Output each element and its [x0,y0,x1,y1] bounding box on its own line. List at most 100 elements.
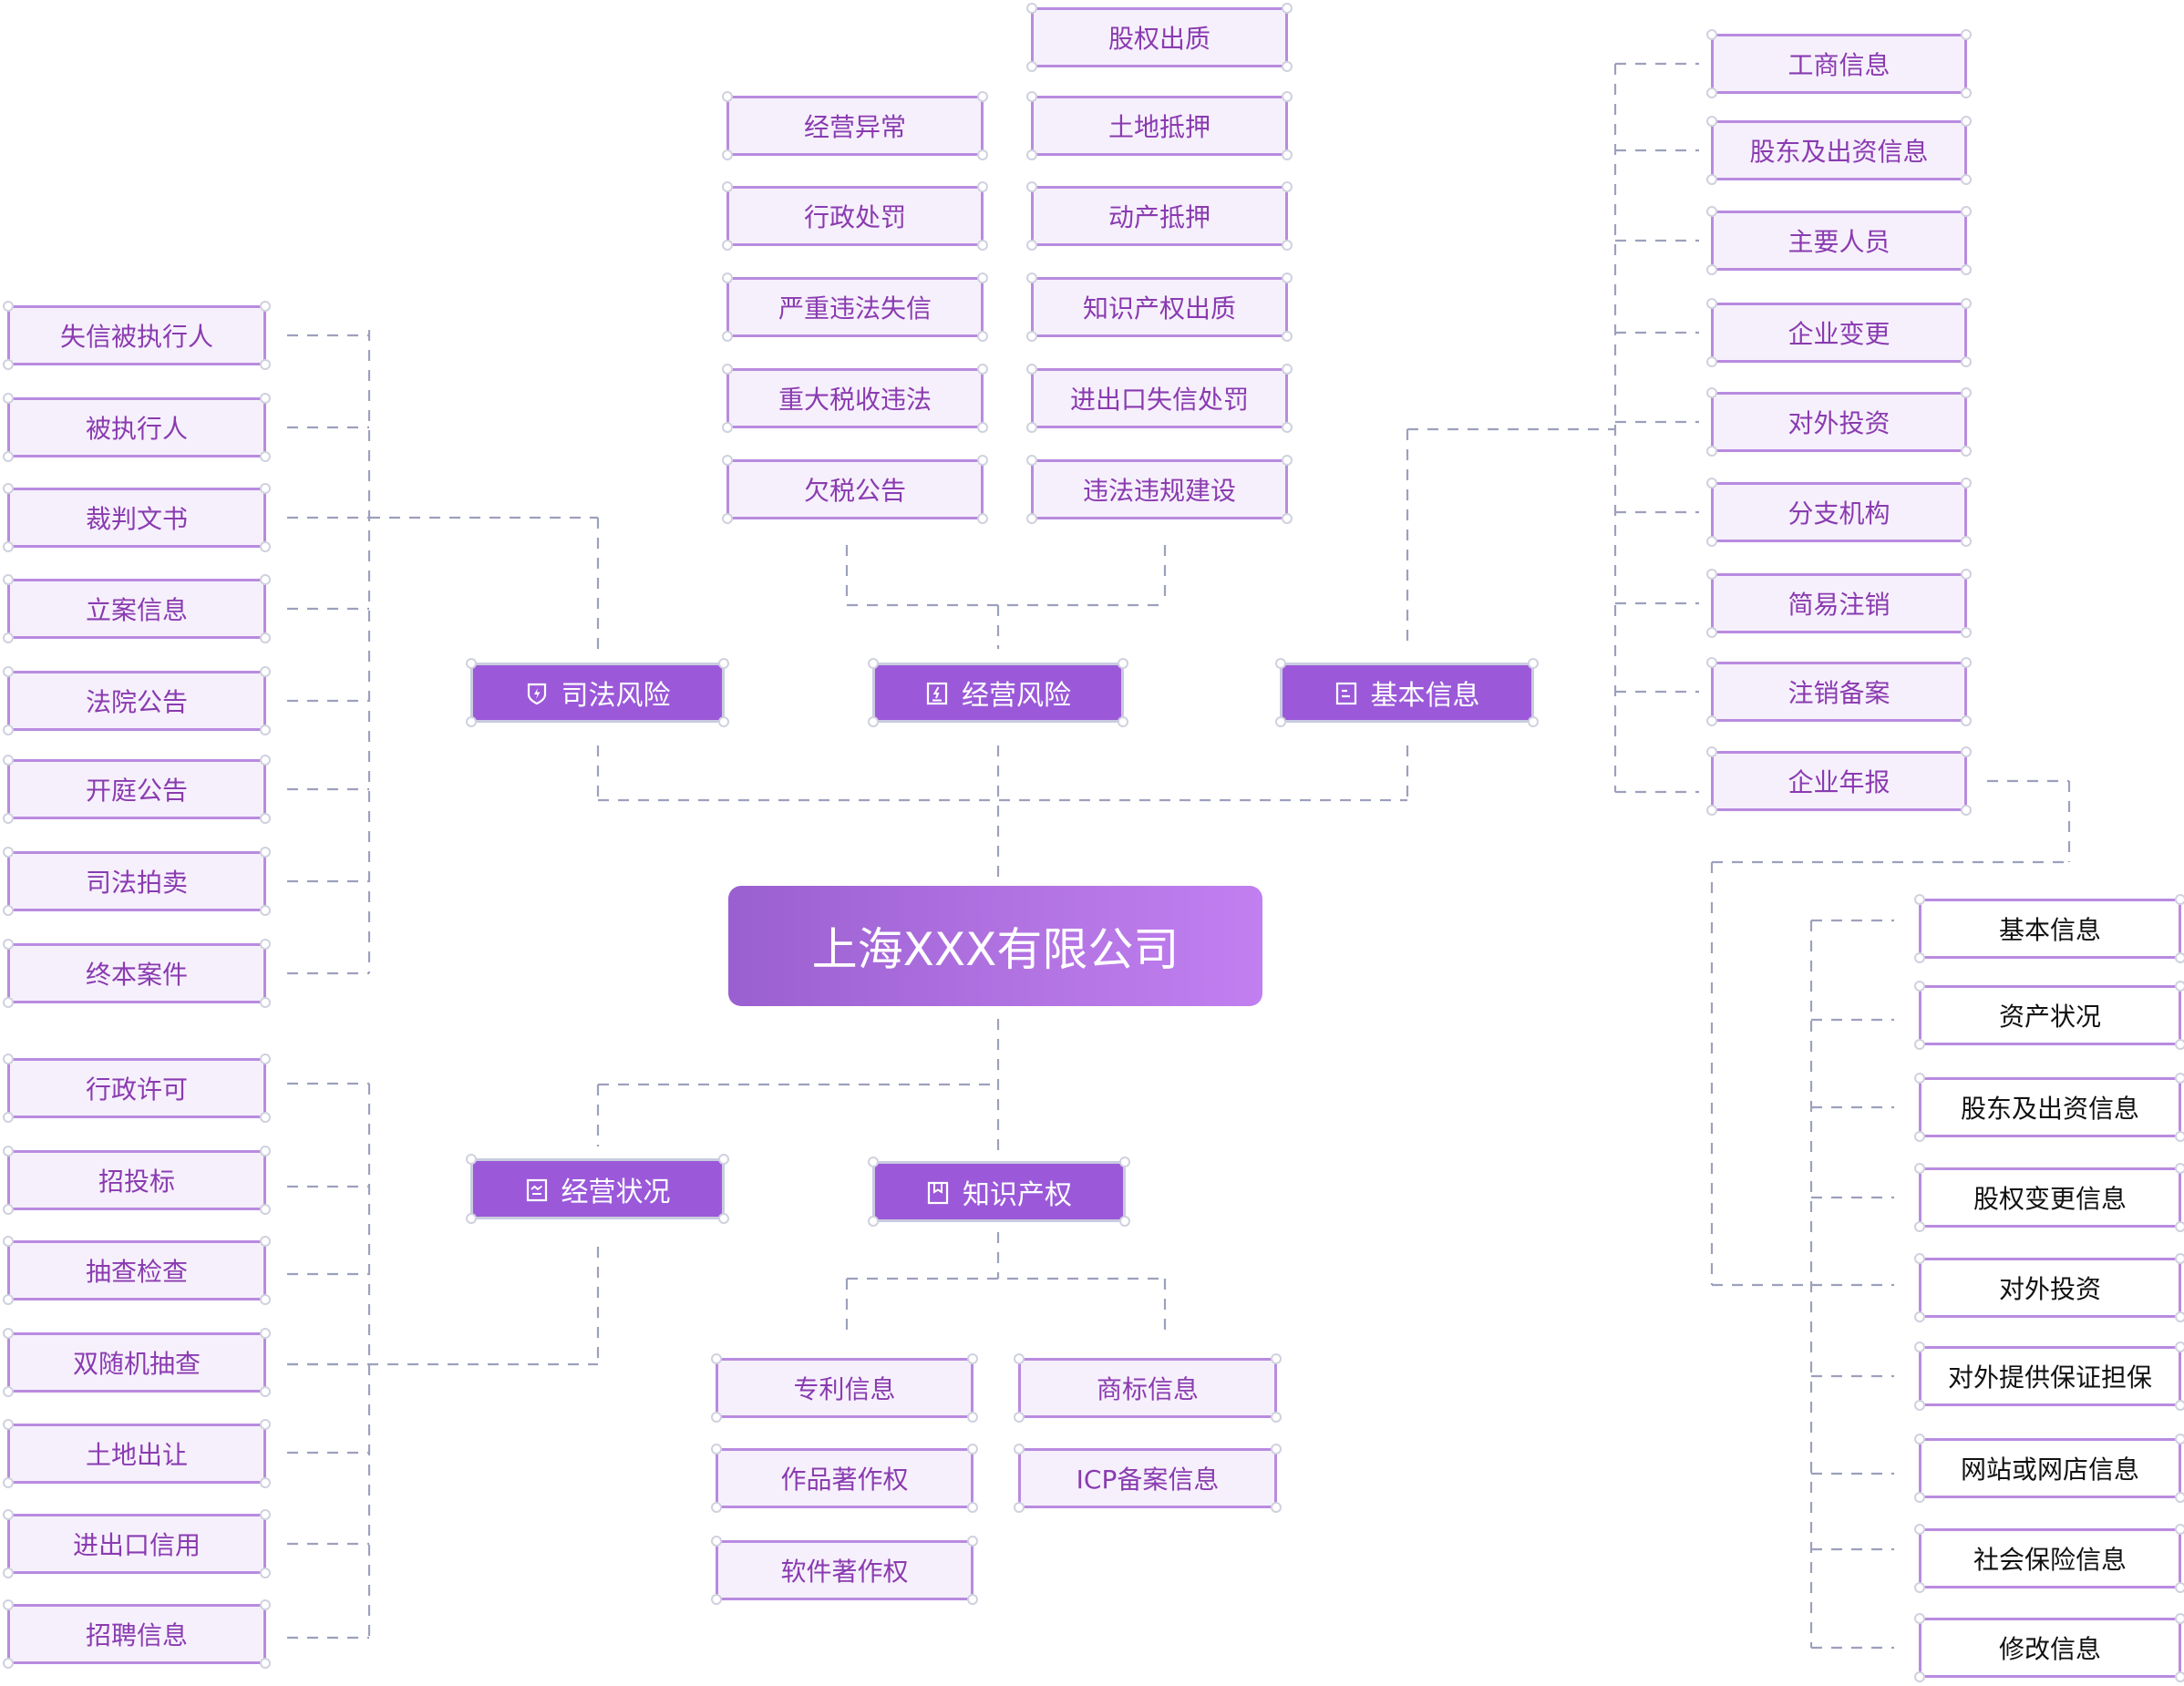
operating-risk-item[interactable]: 知识产权出质 [1026,272,1293,342]
category-intellectual-property[interactable]: 知识产权 [868,1157,1130,1227]
resize-handle[interactable] [3,847,14,858]
annual-report-item[interactable]: 社会保险信息 [1914,1524,2184,1593]
operating-risk-item[interactable]: 股权出质 [1026,3,1293,72]
resize-handle[interactable] [1706,29,1717,40]
resize-handle[interactable] [967,1444,978,1455]
resize-handle[interactable] [466,1213,477,1224]
resize-handle[interactable] [3,905,14,916]
resize-handle[interactable] [3,359,14,370]
resize-handle[interactable] [1706,298,1717,309]
resize-handle[interactable] [722,240,733,251]
operating-risk-item[interactable]: 行政处罚 [722,181,988,251]
resize-handle[interactable] [1282,3,1293,14]
resize-handle[interactable] [466,658,477,669]
resize-handle[interactable] [260,725,271,735]
category-judicial-risk[interactable]: 司法风险 [466,658,729,727]
resize-handle[interactable] [1026,149,1037,160]
resize-handle[interactable] [718,1154,729,1165]
resize-handle[interactable] [1026,3,1037,14]
resize-handle[interactable] [3,813,14,824]
resize-handle[interactable] [260,755,271,766]
resize-handle[interactable] [2175,1492,2184,1503]
resize-handle[interactable] [977,149,988,160]
resize-handle[interactable] [2175,1434,2184,1444]
resize-handle[interactable] [260,1599,271,1610]
resize-handle[interactable] [2175,1342,2184,1352]
resize-handle[interactable] [1706,569,1717,580]
resize-handle[interactable] [260,1568,271,1578]
resize-handle[interactable] [1026,181,1037,192]
resize-handle[interactable] [1961,298,1972,309]
operating-risk-item[interactable]: 土地抵押 [1026,91,1293,160]
resize-handle[interactable] [3,574,14,585]
basic-info-item[interactable]: 主要人员 [1706,206,1972,275]
resize-handle[interactable] [260,632,271,643]
resize-handle[interactable] [1914,1400,1925,1411]
annual-report-item[interactable]: 对外投资 [1914,1253,2184,1322]
resize-handle[interactable] [260,1658,271,1669]
ip-item[interactable]: 商标信息 [1014,1353,1282,1423]
resize-handle[interactable] [260,939,271,950]
resize-handle[interactable] [1706,627,1717,638]
judicial-risk-item[interactable]: 法院公告 [3,666,271,735]
resize-handle[interactable] [1961,715,1972,726]
resize-handle[interactable] [2175,1039,2184,1050]
resize-handle[interactable] [722,422,733,433]
resize-handle[interactable] [977,91,988,102]
resize-handle[interactable] [868,1157,879,1167]
resize-handle[interactable] [1914,1613,1925,1624]
resize-handle[interactable] [977,513,988,524]
ip-item[interactable]: 软件著作权 [711,1536,978,1605]
resize-handle[interactable] [260,1509,271,1520]
resize-handle[interactable] [1706,657,1717,668]
resize-handle[interactable] [3,1112,14,1123]
resize-handle[interactable] [1282,331,1293,342]
resize-handle[interactable] [3,939,14,950]
ip-item[interactable]: 作品著作权 [711,1444,978,1513]
resize-handle[interactable] [2175,952,2184,963]
resize-handle[interactable] [1914,981,1925,992]
resize-handle[interactable] [260,301,271,312]
operating-status-item[interactable]: 招投标 [3,1146,271,1215]
resize-handle[interactable] [260,393,271,404]
resize-handle[interactable] [1275,658,1286,669]
resize-handle[interactable] [718,1213,729,1224]
resize-handle[interactable] [260,905,271,916]
resize-handle[interactable] [260,1146,271,1157]
resize-handle[interactable] [868,658,879,669]
resize-handle[interactable] [260,451,271,462]
resize-handle[interactable] [1282,149,1293,160]
resize-handle[interactable] [1026,455,1037,466]
resize-handle[interactable] [2175,894,2184,905]
resize-handle[interactable] [967,1536,978,1547]
resize-handle[interactable] [1282,422,1293,433]
resize-handle[interactable] [967,1502,978,1513]
resize-handle[interactable] [1706,536,1717,547]
resize-handle[interactable] [3,483,14,494]
resize-handle[interactable] [1118,716,1128,727]
resize-handle[interactable] [2175,1131,2184,1142]
judicial-risk-item[interactable]: 司法拍卖 [3,847,271,916]
category-operating-risk[interactable]: 经营风险 [868,658,1128,727]
resize-handle[interactable] [1914,1582,1925,1593]
resize-handle[interactable] [868,716,879,727]
resize-handle[interactable] [1961,746,1972,757]
resize-handle[interactable] [868,1216,879,1227]
annual-report-item[interactable]: 资产状况 [1914,981,2184,1050]
resize-handle[interactable] [2175,1253,2184,1264]
resize-handle[interactable] [260,666,271,677]
resize-handle[interactable] [711,1594,722,1605]
resize-handle[interactable] [1282,272,1293,283]
basic-info-item[interactable]: 工商信息 [1706,29,1972,98]
resize-handle[interactable] [260,813,271,824]
resize-handle[interactable] [1026,422,1037,433]
resize-handle[interactable] [1961,356,1972,367]
operating-risk-item[interactable]: 严重违法失信 [722,272,988,342]
resize-handle[interactable] [1914,1492,1925,1503]
resize-handle[interactable] [1706,478,1717,488]
operating-status-item[interactable]: 招聘信息 [3,1599,271,1669]
resize-handle[interactable] [1914,1253,1925,1264]
resize-handle[interactable] [3,632,14,643]
resize-handle[interactable] [260,997,271,1008]
resize-handle[interactable] [1271,1353,1282,1364]
